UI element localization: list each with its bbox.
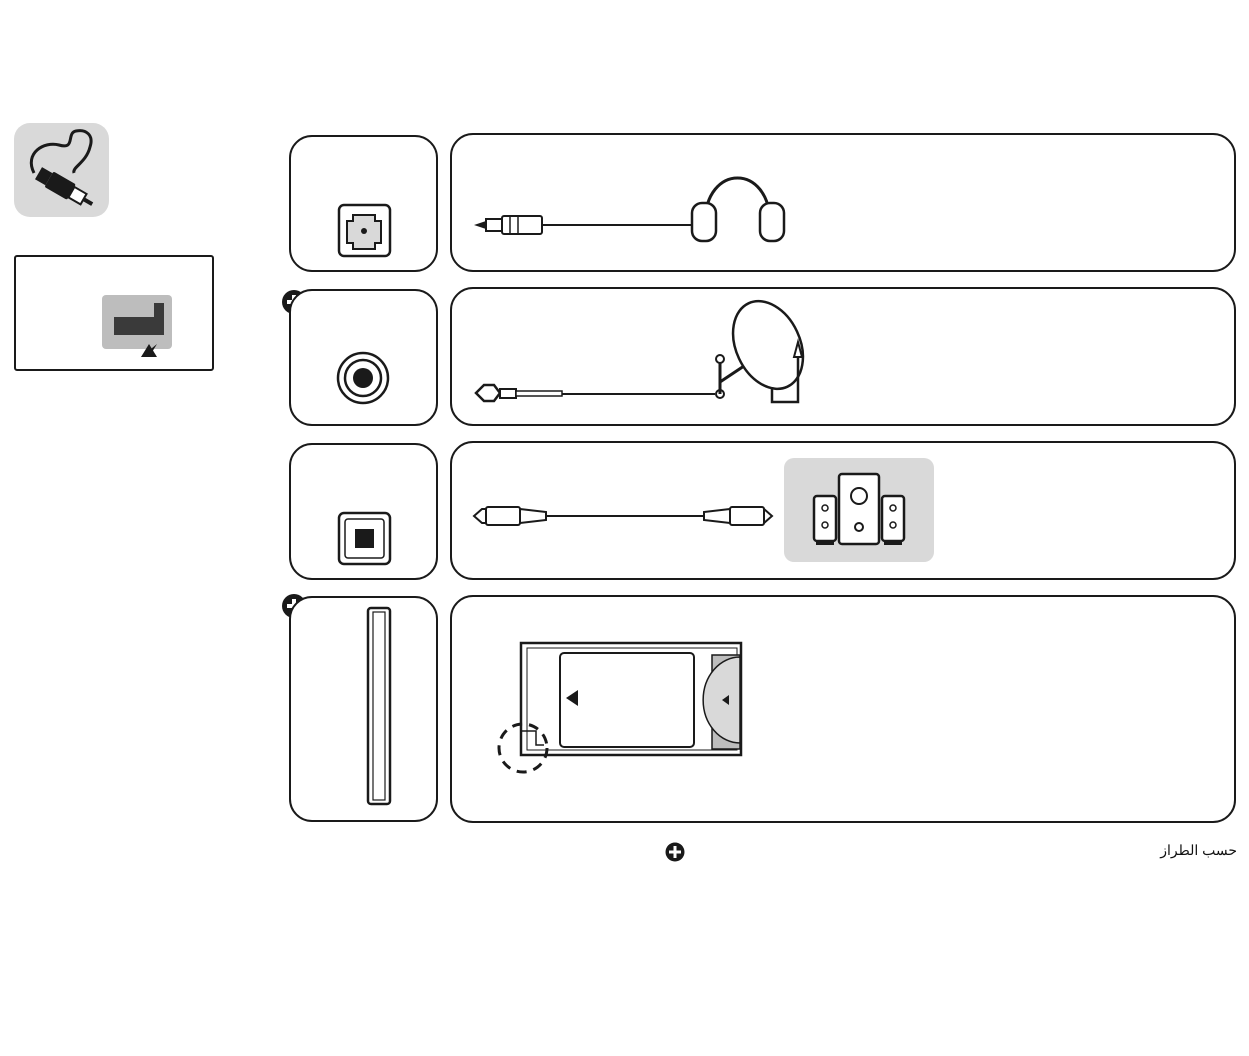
speaker-system-icon bbox=[450, 441, 1237, 581]
satellite-port-icon bbox=[289, 289, 439, 427]
ci-module-card-icon bbox=[450, 595, 1237, 823]
optical-port-icon bbox=[289, 443, 439, 581]
headphones-icon bbox=[450, 133, 1237, 273]
ci-slot-icon bbox=[289, 596, 439, 823]
port-indicator-icon bbox=[14, 255, 215, 372]
headphone-jack-icon bbox=[289, 135, 439, 273]
plus-circle-icon bbox=[665, 842, 687, 864]
satellite-dish-icon bbox=[450, 287, 1237, 427]
model-note: حسب الطراز bbox=[1160, 842, 1237, 859]
cable-rca-icon bbox=[14, 123, 110, 219]
